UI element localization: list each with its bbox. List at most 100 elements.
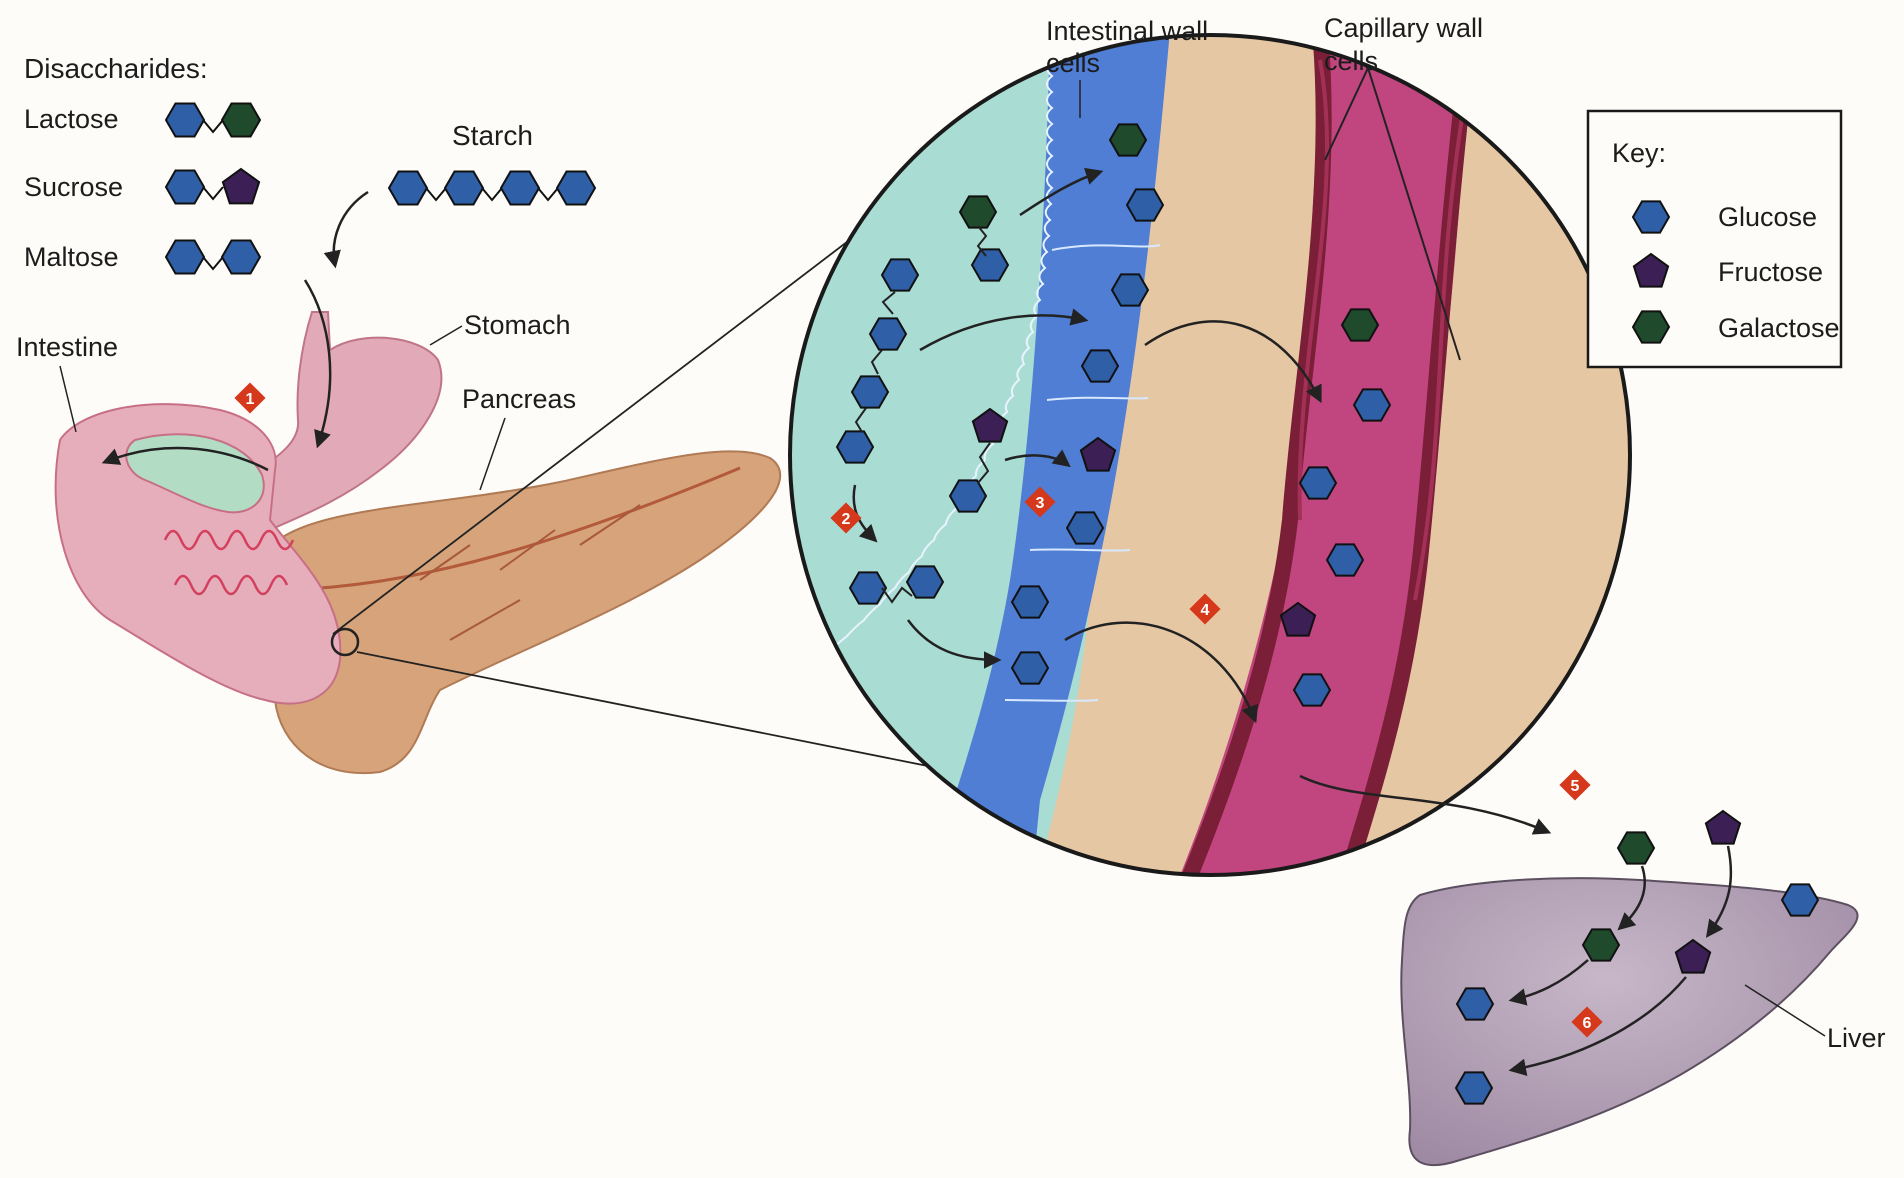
glucose-icon bbox=[837, 431, 873, 462]
galactose-icon bbox=[1583, 929, 1619, 960]
stomach-shape bbox=[265, 312, 441, 530]
fructose-icon bbox=[1706, 811, 1740, 844]
glucose-icon bbox=[1294, 674, 1330, 705]
key-galactose-label: Galactose bbox=[1718, 313, 1840, 343]
glucose-icon bbox=[907, 566, 943, 597]
glucose-icon bbox=[882, 259, 918, 290]
glucose-icon bbox=[972, 249, 1008, 280]
glycosidic-bond bbox=[203, 120, 223, 132]
glucose-icon bbox=[1633, 201, 1669, 232]
glucose-icon bbox=[1127, 189, 1163, 220]
glucose-icon bbox=[166, 104, 204, 137]
glucose-icon bbox=[557, 172, 595, 205]
glucose-icon bbox=[1457, 988, 1493, 1019]
galactose-icon bbox=[1633, 311, 1669, 342]
galactose-icon bbox=[222, 104, 260, 137]
glucose-icon bbox=[1354, 389, 1390, 420]
liver-shape bbox=[1401, 878, 1857, 1165]
capillary-wall-label-line1: Capillary wall bbox=[1324, 13, 1483, 43]
glucose-icon bbox=[850, 572, 886, 603]
glucose-icon bbox=[972, 249, 1008, 280]
galactose-icon bbox=[1342, 309, 1378, 340]
digestive-organs: Intestine Stomach Pancreas bbox=[16, 280, 780, 773]
glucose-icon bbox=[1012, 586, 1048, 617]
glucose-icon bbox=[222, 241, 260, 274]
glucose-icon bbox=[882, 259, 918, 290]
fructose-icon bbox=[223, 169, 259, 203]
step-number: 4 bbox=[1201, 602, 1210, 619]
glucose-icon bbox=[1457, 988, 1493, 1019]
glucose-icon bbox=[1112, 274, 1148, 305]
stomach-label: Stomach bbox=[464, 310, 571, 340]
glucose-icon bbox=[1633, 201, 1669, 232]
step-number: 1 bbox=[246, 391, 255, 408]
glucose-icon bbox=[1012, 586, 1048, 617]
glucose-icon bbox=[1082, 350, 1118, 381]
glucose-icon bbox=[1082, 350, 1118, 381]
glucose-icon bbox=[837, 431, 873, 462]
glucose-icon bbox=[870, 318, 906, 349]
step-number: 2 bbox=[842, 511, 851, 528]
glucose-icon bbox=[1327, 544, 1363, 575]
galactose-icon bbox=[1618, 832, 1654, 863]
glucose-icon bbox=[950, 480, 986, 511]
glucose-icon bbox=[850, 572, 886, 603]
galactose-icon bbox=[1110, 124, 1146, 155]
starch-to-stomach-arrow bbox=[334, 192, 368, 265]
glucose-icon bbox=[1067, 512, 1103, 543]
step-5-marker: 5 bbox=[1559, 769, 1590, 800]
glucose-icon bbox=[1012, 652, 1048, 683]
pancreas-label: Pancreas bbox=[462, 384, 576, 414]
step-number: 5 bbox=[1571, 778, 1580, 795]
galactose-icon bbox=[1342, 309, 1378, 340]
glucose-icon bbox=[445, 172, 483, 205]
glucose-icon bbox=[907, 566, 943, 597]
glucose-icon bbox=[1012, 652, 1048, 683]
intestinal-wall-label-line2: cells bbox=[1046, 48, 1100, 78]
step-number: 3 bbox=[1036, 495, 1045, 512]
glucose-icon bbox=[1300, 467, 1336, 498]
sucrose-label: Sucrose bbox=[24, 172, 123, 202]
glucose-icon bbox=[870, 318, 906, 349]
glycosidic-bond bbox=[203, 187, 223, 199]
glycosidic-bond bbox=[203, 257, 223, 269]
glucose-icon bbox=[1456, 1072, 1492, 1103]
intestinal-wall-label-line1: Intestinal wall bbox=[1046, 16, 1208, 46]
glucose-icon bbox=[1067, 512, 1103, 543]
glucose-icon bbox=[1456, 1072, 1492, 1103]
glucose-icon bbox=[501, 172, 539, 205]
glucose-icon bbox=[166, 171, 204, 204]
lactose-molecule bbox=[166, 104, 260, 137]
disaccharides-heading: Disaccharides: bbox=[24, 53, 208, 84]
key-fructose-label: Fructose bbox=[1718, 257, 1823, 287]
glucose-icon bbox=[166, 241, 204, 274]
step-1-marker: 1 bbox=[234, 382, 265, 413]
maltose-molecule bbox=[166, 241, 260, 274]
sucrose-molecule bbox=[166, 169, 259, 204]
liver-label: Liver bbox=[1827, 1023, 1886, 1053]
glucose-icon bbox=[852, 376, 888, 407]
galactose-icon bbox=[960, 196, 996, 227]
galactose-icon bbox=[960, 196, 996, 227]
galactose-icon bbox=[1618, 832, 1654, 863]
galactose-icon bbox=[1633, 311, 1669, 342]
glucose-icon bbox=[1300, 467, 1336, 498]
glucose-icon bbox=[852, 376, 888, 407]
disaccharides-panel: Disaccharides: Lactose Sucrose Maltose bbox=[24, 53, 260, 274]
glucose-icon bbox=[1354, 389, 1390, 420]
galactose-icon bbox=[1110, 124, 1146, 155]
key-glucose-label: Glucose bbox=[1718, 202, 1817, 232]
starch-label: Starch bbox=[452, 120, 533, 151]
glucose-icon bbox=[1327, 544, 1363, 575]
glycosidic-bond bbox=[426, 188, 446, 200]
glucose-icon bbox=[1127, 189, 1163, 220]
glucose-icon bbox=[1294, 674, 1330, 705]
sugar-key: Key: Glucose Fructose Galactose bbox=[1588, 111, 1841, 367]
glucose-icon bbox=[1112, 274, 1148, 305]
glucose-icon bbox=[1782, 884, 1818, 915]
starch-molecule bbox=[389, 172, 595, 205]
glucose-icon bbox=[950, 480, 986, 511]
key-title: Key: bbox=[1612, 138, 1666, 168]
glucose-icon bbox=[1782, 884, 1818, 915]
